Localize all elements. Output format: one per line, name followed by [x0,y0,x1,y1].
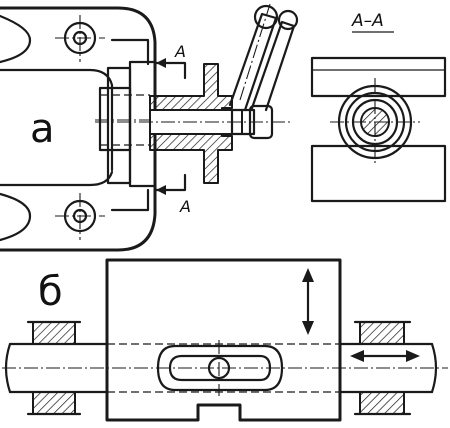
lower-jaw [0,170,157,252]
vertical-motion-icon [302,268,314,335]
view-b-drawing [2,258,448,422]
section-view-drawing [310,56,447,203]
section-mark-arrows [154,58,187,195]
section-title: A–A [351,11,384,31]
lever-handle [228,3,299,112]
view-a-label: а [30,106,55,152]
upper-jaw [0,6,157,210]
view-a-drawing [0,3,299,252]
hatched-bushing [149,63,243,184]
section-mark-top-label: A [174,42,186,61]
view-b-label: б [38,269,63,315]
shaft [95,104,290,140]
section-mark-bottom-label: A [179,197,191,216]
horizontal-motion-icon [350,350,420,362]
